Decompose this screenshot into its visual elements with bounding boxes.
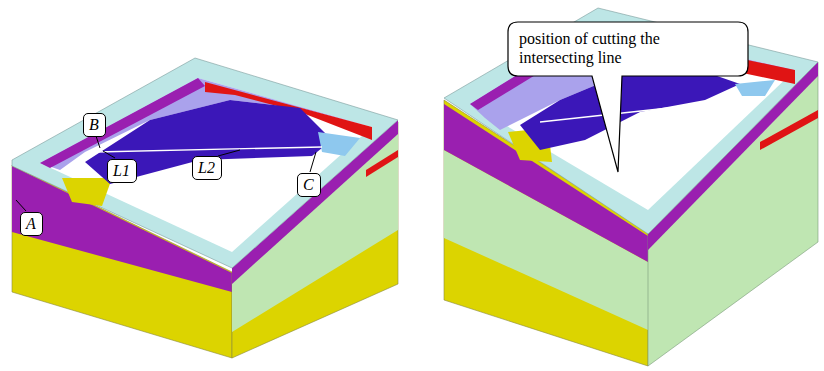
hole [40,78,372,252]
leader-line [103,151,115,158]
callout-bubble: position of cutting the intersecting lin… [508,22,748,76]
label-text: C [303,175,314,194]
label-box: B [83,113,106,137]
light-blue-layer [735,80,775,96]
blue-surface [520,70,740,150]
top-rim [444,8,818,234]
label-text: L2 [198,158,215,177]
light-blue-layer [318,132,360,156]
yellow-layer [62,178,112,206]
label-box: L2 [192,156,222,180]
label-box: L1 [107,159,137,183]
callout-text: position of cutting the intersecting lin… [519,29,737,67]
red-layer [366,150,398,177]
label-text: B [89,115,99,134]
leader-line [16,200,26,211]
leader-line [218,150,240,156]
leader-line [310,152,316,172]
intersecting-line [96,147,322,152]
intersecting-line [540,98,760,122]
callout-shape [508,22,748,172]
label-box: A [20,212,43,236]
label-text: A [26,214,36,233]
left-block [12,58,398,358]
label-box: C [297,173,321,197]
right-block [444,8,818,366]
blue-surface [85,100,332,184]
label-text: L1 [113,161,130,180]
leader-line [96,136,100,148]
red-layer [760,110,818,150]
top-rim [12,58,398,268]
